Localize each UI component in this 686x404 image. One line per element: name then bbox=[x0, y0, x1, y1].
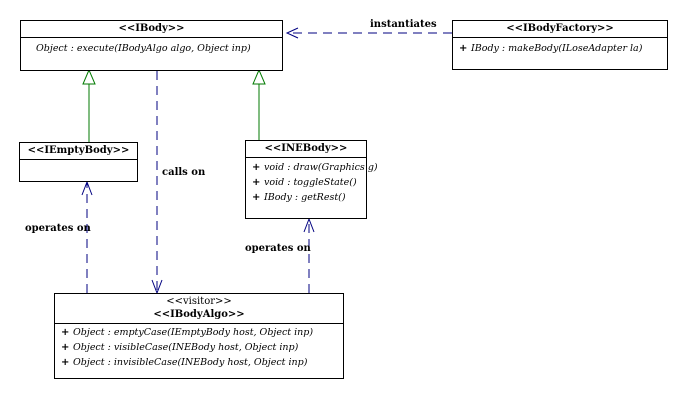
class-inebody-name: <<INEBody>> bbox=[246, 141, 366, 158]
generalization-inebody-to-ibody bbox=[252, 68, 266, 140]
class-inebody-operations: +void : draw(Graphics g) +void : toggleS… bbox=[246, 158, 378, 207]
operation: +IBody : getRest() bbox=[252, 190, 362, 205]
operation: +IBody : makeBody(ILoseAdapter la) bbox=[459, 41, 663, 56]
operation-signature: IBody : makeBody(ILoseAdapter la) bbox=[471, 43, 643, 54]
operation-signature: IBody : getRest() bbox=[264, 192, 346, 203]
dependency-calls-on bbox=[151, 71, 163, 295]
class-ibody[interactable]: <<IBody>> Object : execute(IBodyAlgo alg… bbox=[20, 20, 283, 71]
operation: +Object : emptyCase(IEmptyBody host, Obj… bbox=[61, 325, 339, 340]
dependency-operates-on-iemptybody bbox=[81, 180, 93, 293]
public-visibility-icon: + bbox=[252, 192, 261, 203]
class-iemptybody-name: <<IEmptyBody>> bbox=[20, 143, 137, 160]
generalization-iemptybody-to-ibody bbox=[82, 68, 96, 142]
operation: +Object : invisibleCase(INEBody host, Ob… bbox=[61, 355, 339, 370]
class-ibodyalgo-operations: +Object : emptyCase(IEmptyBody host, Obj… bbox=[55, 324, 343, 372]
class-ibody-name: <<IBody>> bbox=[21, 21, 282, 38]
label-operates-on-inebody: operates on bbox=[245, 243, 311, 254]
class-ibodyalgo-header: <<visitor>> <<IBodyAlgo>> bbox=[55, 294, 343, 324]
public-visibility-icon: + bbox=[61, 357, 70, 368]
class-inebody[interactable]: <<INEBody>> +void : draw(Graphics g) +vo… bbox=[245, 140, 378, 219]
class-iemptybody[interactable]: <<IEmptyBody>> bbox=[19, 142, 138, 182]
class-ibody-operations: Object : execute(IBodyAlgo algo, Object … bbox=[21, 38, 282, 58]
class-ibodyalgo-stereotype: <<visitor>> bbox=[166, 296, 232, 307]
class-ibodyfactory-name: <<IBodyFactory>> bbox=[453, 21, 667, 38]
operation-signature: void : draw(Graphics g) bbox=[264, 162, 378, 173]
public-visibility-icon: + bbox=[61, 342, 70, 353]
public-visibility-icon: + bbox=[61, 327, 70, 338]
public-visibility-icon: + bbox=[459, 43, 468, 54]
label-calls-on: calls on bbox=[162, 167, 206, 178]
class-ibodyfactory-operations: +IBody : makeBody(ILoseAdapter la) bbox=[453, 38, 667, 58]
operation: Object : execute(IBodyAlgo algo, Object … bbox=[36, 43, 251, 54]
class-ibodyfactory[interactable]: <<IBodyFactory>> +IBody : makeBody(ILose… bbox=[452, 20, 668, 70]
public-visibility-icon: + bbox=[252, 177, 261, 188]
operation-signature: Object : invisibleCase(INEBody host, Obj… bbox=[73, 357, 308, 368]
operation-signature: void : toggleState() bbox=[264, 177, 357, 188]
operation: +Object : visibleCase(INEBody host, Obje… bbox=[61, 340, 339, 355]
operation: +void : draw(Graphics g) bbox=[252, 160, 378, 175]
operation: +void : toggleState() bbox=[252, 175, 362, 190]
class-ibodyalgo-name: <<IBodyAlgo>> bbox=[153, 309, 245, 320]
label-instantiates: instantiates bbox=[370, 19, 437, 30]
dependency-operates-on-inebody bbox=[303, 217, 315, 293]
operation-signature: Object : visibleCase(INEBody host, Objec… bbox=[73, 342, 299, 353]
class-ibodyalgo[interactable]: <<visitor>> <<IBodyAlgo>> +Object : empt… bbox=[54, 293, 344, 379]
public-visibility-icon: + bbox=[252, 162, 261, 173]
operation-signature: Object : emptyCase(IEmptyBody host, Obje… bbox=[73, 327, 314, 338]
label-operates-on-iemptybody: operates on bbox=[25, 223, 91, 234]
dependency-instantiates bbox=[285, 27, 452, 39]
